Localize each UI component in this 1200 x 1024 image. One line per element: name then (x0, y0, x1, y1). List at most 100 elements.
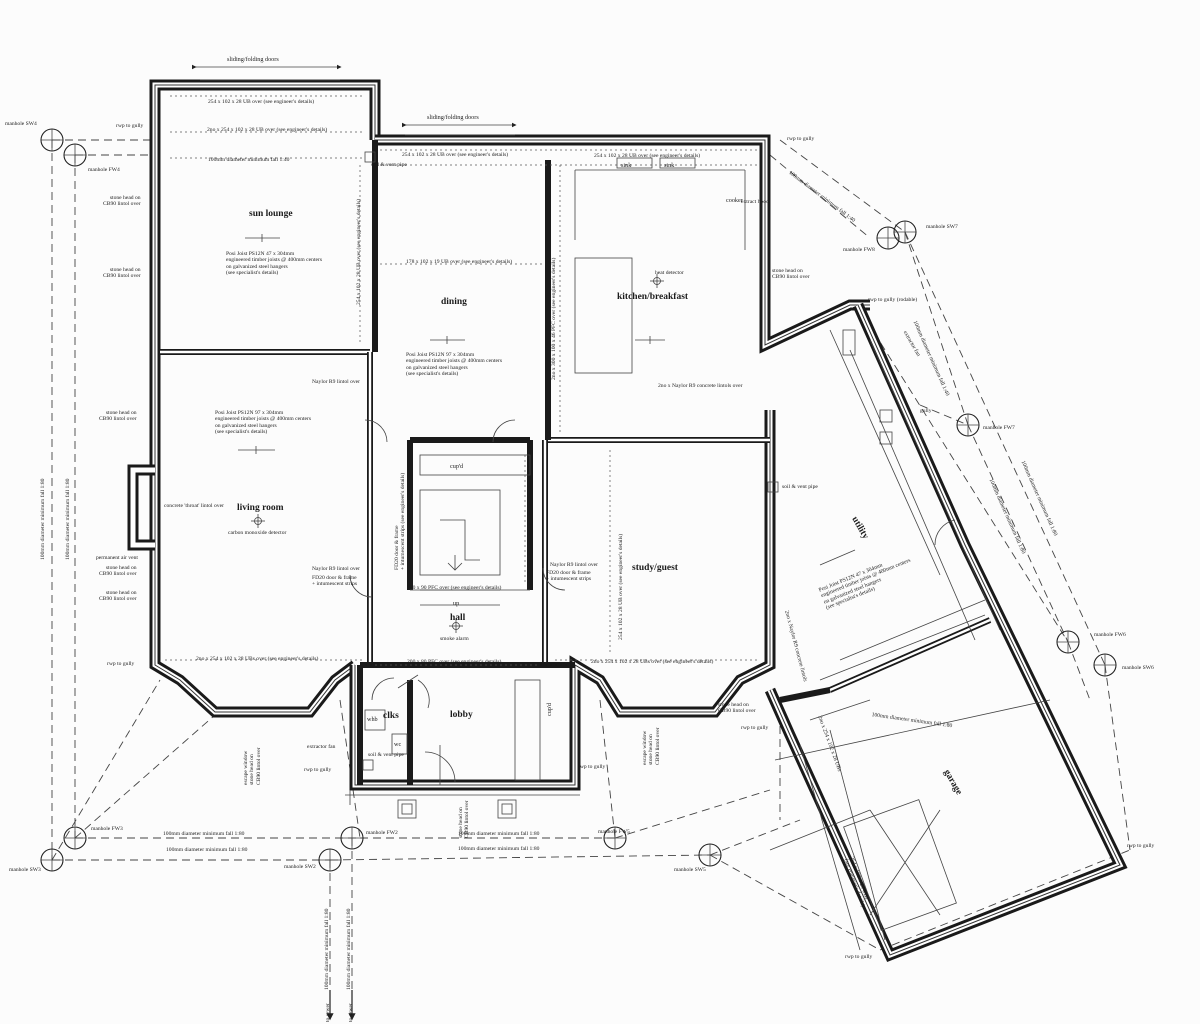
note-stone-head-6: stone head on CB90 lintol over (772, 268, 810, 281)
note-stone-head-5: stone head on CB90 lintol over (99, 590, 137, 603)
drainage-lines (51, 139, 1131, 1021)
stair-up-label: up (453, 600, 460, 607)
drain-rwp-gully-6: rwp to gully (578, 764, 606, 770)
drain-to-sewer-2: to sewer (348, 1003, 354, 1022)
drain-rwp-gully-5: rwp to gully (304, 767, 332, 773)
sliding-doors-right: sliding/folding doors (427, 114, 479, 121)
drain-rwp-gully-8: rwp to gully (1127, 843, 1155, 849)
manhole-sw3-label: manhole SW3 (9, 867, 41, 873)
note-ub-study-vert: 254 x 102 x 28 UB over (see engineer's d… (618, 533, 624, 640)
fixture-sink-2: sink (664, 162, 675, 169)
drain-rwp-gully-1: rwp to gully (116, 123, 144, 129)
note-naylor-living-2: Naylor R9 lintol over (312, 566, 361, 572)
note-soil-vent-clks: soil & vent pipe (368, 752, 404, 758)
drain-rwp-gully-4: rwp to gully (787, 136, 815, 142)
note-escape-window-left: escape window stone head on CB90 lintol … (243, 747, 262, 785)
note-beam-sun-top: 254 x 102 x 28 UB over (see engineer's d… (208, 99, 315, 105)
note-ub-living-bottom: 2no x 254 x 102 x 28 UBs over (see engin… (196, 656, 319, 662)
room-kitchen: kitchen/breakfast (617, 292, 689, 302)
note-stone-head-1: stone head on CB90 lintol over (103, 195, 141, 208)
drain-pipe-bottom-1: 100mm diameter minimum fall 1:80 (163, 831, 245, 837)
note-pfc-hall: 200 x 90 PFC over (see engineer's detail… (407, 585, 502, 591)
drain-rwp-gully-2: rwp to gully (107, 661, 135, 667)
manhole-fw3-label: manhole FW3 (91, 826, 123, 832)
note-extract-hood: extract hood (741, 199, 769, 205)
manhole-symbols (40, 128, 1117, 872)
fixture-sink-1: sink (621, 162, 632, 169)
drain-pipe-left-2: 100mm diameter minimum fall 1:80 (65, 478, 71, 560)
note-stone-head-7: stone head on CB90 lintol over (718, 702, 756, 715)
note-joist-dining: Posi Joist PS12N 97 x 304mm engineered t… (406, 352, 503, 378)
manhole-fw2-label: manhole FW2 (366, 830, 398, 836)
manhole-fw8-label: manhole FW8 (843, 247, 875, 253)
note-pfc-lobby: 200 x 80 PFC over (see engineer's detail… (407, 659, 502, 665)
note-joist-living: Posi Joist PS12N 97 x 304mm engineered t… (215, 410, 312, 436)
drain-to-sewer-1: to sewer (325, 1003, 331, 1022)
drain-pipe-left-1: 100mm diameter minimum fall 1:80 (40, 478, 46, 560)
note-ub-dining-vert: 254 x 102 x 28 UB over (see engineer's d… (356, 198, 362, 305)
note-fd20-living: FD20 door & frame + intumescent strips (312, 575, 358, 588)
note-beam-sun-2no: 2no x 254 x 102 x 28 UB over (see engine… (207, 127, 328, 133)
room-sun-lounge: sun lounge (249, 209, 293, 219)
note-extractor-fan-clks: extractor fan (307, 744, 336, 750)
note-naylor-kitchen: 2no x Naylor R9 concrete lintols over (658, 383, 743, 389)
note-naylor-living: Naylor R9 lintol over (312, 379, 361, 385)
drain-pipe-out-1: 100mm diameter minimum fall 1:80 (324, 908, 330, 990)
fixture-whb: whb (367, 716, 378, 723)
note-ub-study-bottom: 2no x 254 x 102 x 28 UBs over (see engin… (591, 659, 714, 665)
room-cupboard-hall: cup'd (450, 463, 464, 470)
drain-rwp-gully-9: rwp to gully (845, 954, 873, 960)
room-study: study/guest (632, 563, 678, 573)
note-fd20-hall: FD20 door & frame + intumescent strips (… (394, 472, 407, 570)
note-stone-head-4: stone head on CB90 lintol over (99, 565, 137, 578)
note-smoke-alarm: smoke alarm (440, 636, 469, 642)
room-clks: clks (383, 711, 399, 721)
manhole-sw2-label: manhole SW2 (284, 864, 316, 870)
fixture-cooker: cooker (726, 197, 743, 204)
room-cupboard-lobby: cup'd (546, 702, 553, 716)
room-lobby: lobby (450, 710, 473, 720)
manhole-sw5-label: manhole SW5 (674, 867, 706, 873)
note-ub-kitchen-vert: 2no x 300 x 100 x 46 PFC over (see engin… (551, 257, 557, 380)
internal-partitions (160, 140, 992, 785)
drain-pipe-bottom-2: 100mm diameter minimum fall 1:80 (166, 847, 248, 853)
fixture-wc: wc (394, 741, 402, 748)
note-naylor-study: Naylor R9 lintol over (550, 562, 599, 568)
room-hall: hall (450, 613, 466, 623)
drain-pipe-bottom-4: 100mm diameter minimum fall 1:80 (458, 846, 540, 852)
note-soil-vent-dining: soil & vent pipe (371, 162, 407, 168)
note-concrete-lintol: concrete 'throat' lintol over (164, 503, 224, 509)
manhole-fw5-label: manhole FW5 (598, 829, 630, 835)
external-walls (127, 79, 1128, 963)
fixtures-linework (165, 64, 1051, 951)
room-living: living room (237, 503, 284, 513)
note-permanent-air-vent: permanent air vent (96, 555, 138, 561)
note-escape-window-right: escape window stone head on CB90 lintol … (642, 727, 661, 765)
room-dining: dining (441, 297, 467, 307)
note-stone-head-2: stone head on CB90 lintol over (103, 267, 141, 280)
drain-gully-utility: gully (920, 408, 932, 414)
note-beam-kitchen-top: 254 x 102 x 28 UB over (see engineer's d… (402, 152, 509, 158)
manhole-sw7-label: manhole SW7 (926, 224, 958, 230)
manhole-sw4-label: manhole SW4 (5, 121, 37, 127)
note-stone-head-3: stone head on CB90 lintol over (99, 410, 137, 423)
drain-rwp-gully-7: rwp to gully (741, 725, 769, 731)
note-soil-vent-utility: soil & vent pipe (782, 484, 818, 490)
note-beam-kitchen-2: 254 x 102 x 28 UB over (see engineer's d… (594, 153, 701, 159)
note-fd20-study: FD20 door & frame + intumescent strips (546, 570, 592, 583)
manhole-fw6-label: manhole FW6 (1094, 632, 1126, 638)
note-co-detector: carbon monoxide detector (228, 530, 287, 536)
sliding-doors-left: sliding/folding doors (227, 56, 279, 63)
manhole-fw7-label: manhole FW7 (983, 425, 1015, 431)
drain-pipe-top: 100mm diameter minimum fall 1:40 (208, 157, 290, 163)
note-beam-dining: 178 x 102 x 19 UB over (see engineer's d… (406, 259, 513, 265)
note-joist-sun: Posi Joist PS12N 47 x 304mm engineered t… (226, 251, 323, 277)
manhole-fw4-label: manhole FW4 (88, 167, 120, 173)
drain-pipe-out-2: 100mm diameter minimum fall 1:80 (346, 908, 352, 990)
drain-rwp-gully-3: rwp to gully (rodable) (868, 297, 918, 303)
manhole-sw6-label: manhole SW6 (1122, 665, 1154, 671)
note-heat-detector: heat detector (655, 270, 684, 276)
drain-pipe-bottom-3: 100mm diameter minimum fall 1:80 (458, 831, 540, 837)
